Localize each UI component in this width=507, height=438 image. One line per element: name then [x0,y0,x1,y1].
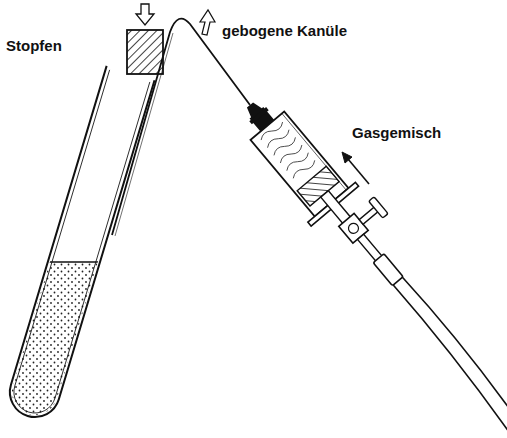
push-arrow [136,4,154,25]
part-label: gebogene Kanüle [222,22,347,40]
stopper [127,30,163,74]
syringe [226,82,507,438]
test-tube [4,66,155,423]
gas-flow-arrow [342,152,369,184]
part-label: Stopfen [6,37,62,55]
bent-cannula [112,19,250,235]
part-label: Gasgemisch [352,124,441,142]
liquid [0,262,200,438]
flow-arrow [200,10,215,35]
